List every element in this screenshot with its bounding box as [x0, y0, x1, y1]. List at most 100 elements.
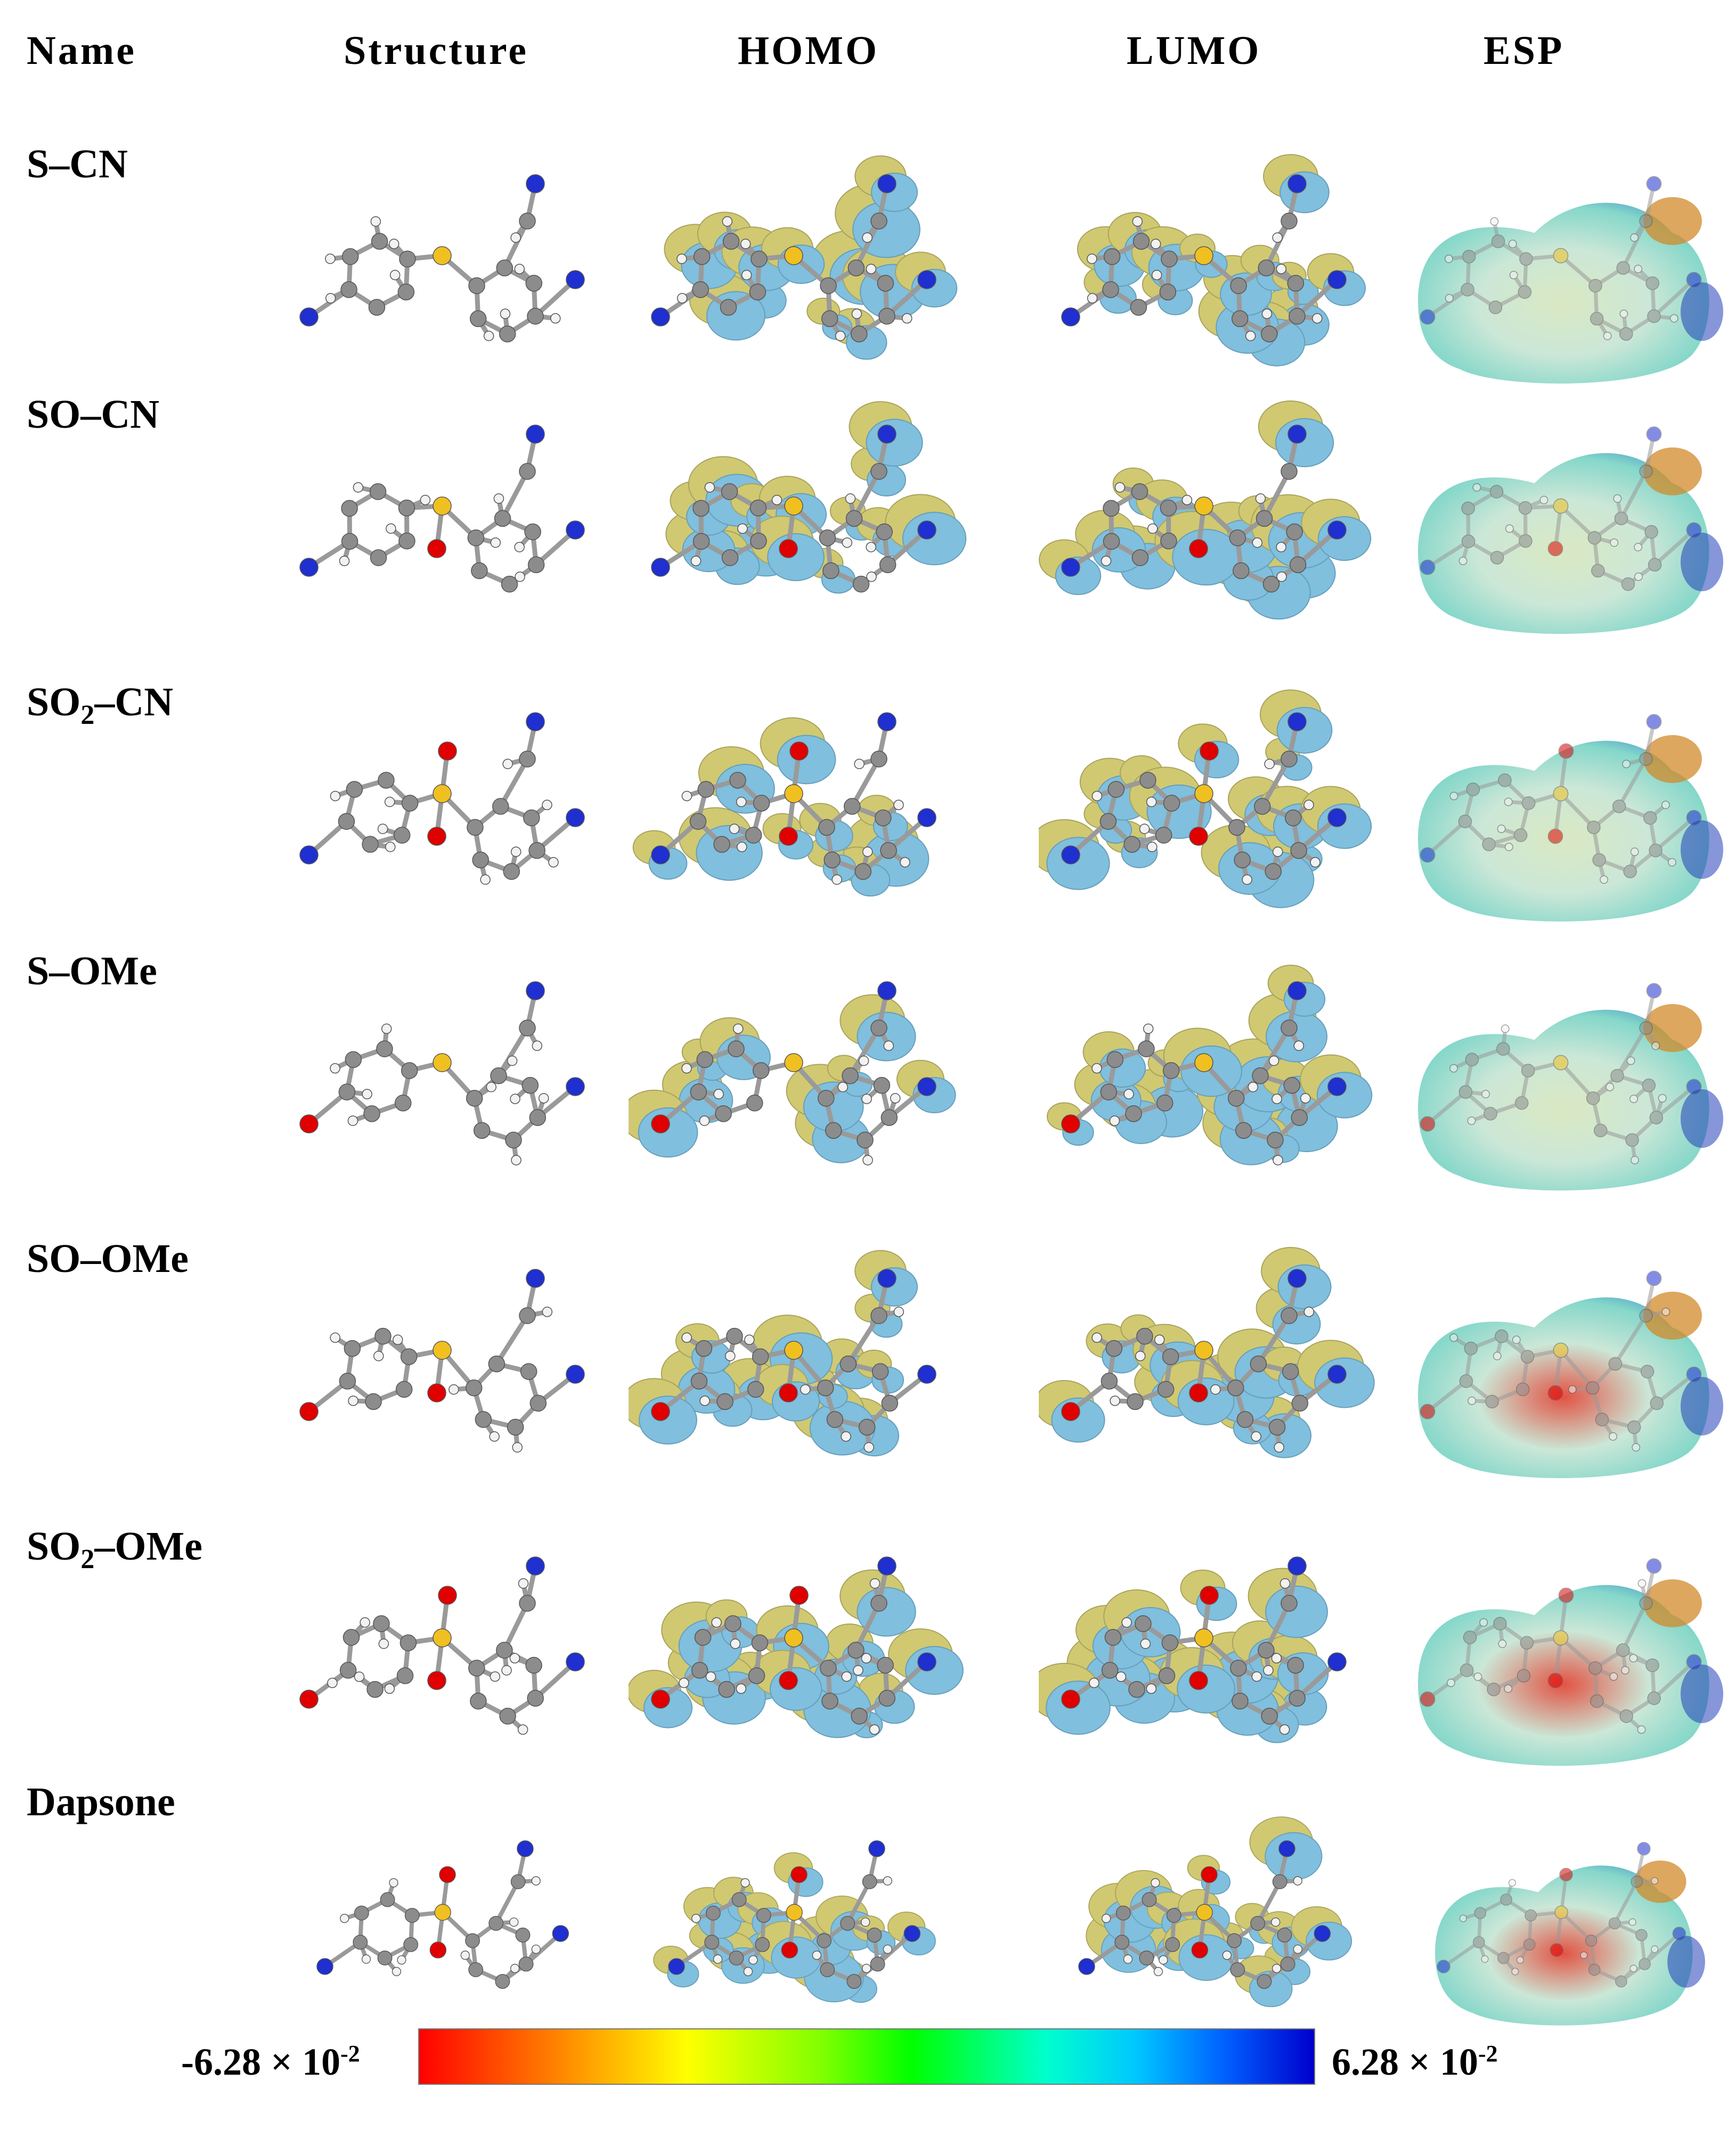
- atom: [1131, 549, 1149, 566]
- atom: [1159, 1955, 1168, 1965]
- molecule-skeleton: [651, 1269, 936, 1453]
- atom: [877, 1556, 896, 1576]
- atom: [1268, 1055, 1279, 1066]
- atom: [490, 1671, 501, 1682]
- atom: [492, 798, 509, 815]
- esp-image: [1396, 1811, 1736, 2056]
- atom: [500, 308, 511, 319]
- atom: [692, 281, 709, 298]
- atom: [433, 1053, 452, 1072]
- atom: [1101, 1661, 1119, 1679]
- atom: [510, 1094, 520, 1104]
- atom: [1200, 1586, 1219, 1605]
- atom: [433, 784, 452, 803]
- lumo-orbital-lobes: [1039, 1568, 1329, 1743]
- atom: [1268, 1418, 1286, 1436]
- atom: [1256, 510, 1273, 527]
- atom: [841, 1671, 852, 1682]
- atom: [1646, 176, 1662, 192]
- atom: [362, 1089, 372, 1099]
- atom: [1647, 1691, 1661, 1706]
- atom: [870, 1307, 887, 1324]
- homo-image: [629, 679, 969, 956]
- atom: [465, 1379, 483, 1397]
- atom: [1481, 1955, 1489, 1963]
- atom: [377, 1951, 393, 1965]
- atom: [877, 712, 896, 731]
- atom: [786, 1904, 803, 1921]
- molecule-skeleton: [1420, 176, 1702, 341]
- atom: [744, 1334, 755, 1345]
- atom: [1550, 1943, 1564, 1957]
- atom: [1131, 483, 1148, 500]
- esp-render: [1415, 1558, 1723, 1768]
- atom: [460, 1951, 470, 1960]
- atom: [518, 1578, 529, 1589]
- molecule-skeleton: [299, 712, 585, 885]
- atom: [427, 827, 446, 846]
- atom: [751, 250, 768, 268]
- atom: [465, 1933, 480, 1948]
- atom: [345, 1051, 362, 1068]
- atom: [395, 1381, 413, 1398]
- atom: [1327, 808, 1347, 827]
- atom: [488, 1915, 504, 1931]
- atom: [338, 1083, 356, 1100]
- atom: [1234, 851, 1251, 869]
- atom: [1458, 557, 1468, 566]
- atom: [1189, 1383, 1208, 1402]
- atom: [1630, 233, 1639, 242]
- atom: [353, 1935, 368, 1950]
- atom: [1281, 213, 1298, 230]
- atom: [725, 1351, 736, 1361]
- structure-render: [299, 425, 585, 593]
- atom: [470, 1692, 487, 1710]
- atom: [348, 1396, 358, 1406]
- atom: [862, 232, 873, 243]
- atom: [1230, 1962, 1245, 1977]
- atom: [1635, 1929, 1648, 1942]
- atom: [800, 1384, 811, 1395]
- atom: [1281, 1019, 1298, 1037]
- atom: [1501, 1024, 1510, 1033]
- esp-colorbar: -6.28 × 10-2 6.28 × 10-2: [0, 2024, 1736, 2099]
- atom: [1622, 760, 1631, 769]
- atom: [866, 571, 877, 582]
- atom: [881, 1394, 899, 1412]
- atom: [1519, 534, 1533, 548]
- atom: [433, 496, 452, 516]
- atom: [433, 1341, 452, 1360]
- molecule-row: S–OMe: [0, 948, 1736, 1225]
- atom: [385, 842, 396, 852]
- atom: [1458, 1085, 1473, 1099]
- atom: [1463, 1630, 1477, 1644]
- atom: [1251, 1671, 1262, 1682]
- atom: [507, 1055, 518, 1066]
- atom: [1631, 1875, 1643, 1888]
- atom: [499, 325, 516, 342]
- atom: [715, 1105, 732, 1122]
- atom: [749, 499, 767, 517]
- atom: [1686, 272, 1702, 288]
- atom: [1281, 463, 1298, 480]
- atom: [821, 1692, 838, 1710]
- atom: [1314, 1925, 1331, 1942]
- atom: [781, 1942, 798, 1959]
- atom: [812, 1951, 821, 1960]
- lumo-image: [1039, 1811, 1380, 2056]
- atom: [697, 781, 715, 798]
- atom: [1162, 1348, 1179, 1365]
- atom: [542, 1307, 553, 1317]
- atom: [340, 281, 357, 298]
- atom: [861, 1653, 872, 1663]
- atom: [825, 1122, 842, 1139]
- atom: [526, 1556, 545, 1576]
- atom: [1586, 1091, 1600, 1105]
- atom: [1089, 1677, 1099, 1689]
- atom: [691, 1914, 701, 1923]
- molecule-skeleton: [1061, 712, 1347, 885]
- atom: [1508, 239, 1517, 248]
- atom: [1444, 254, 1453, 263]
- atom: [1245, 330, 1256, 341]
- homo-orbital-lobes: [665, 401, 967, 594]
